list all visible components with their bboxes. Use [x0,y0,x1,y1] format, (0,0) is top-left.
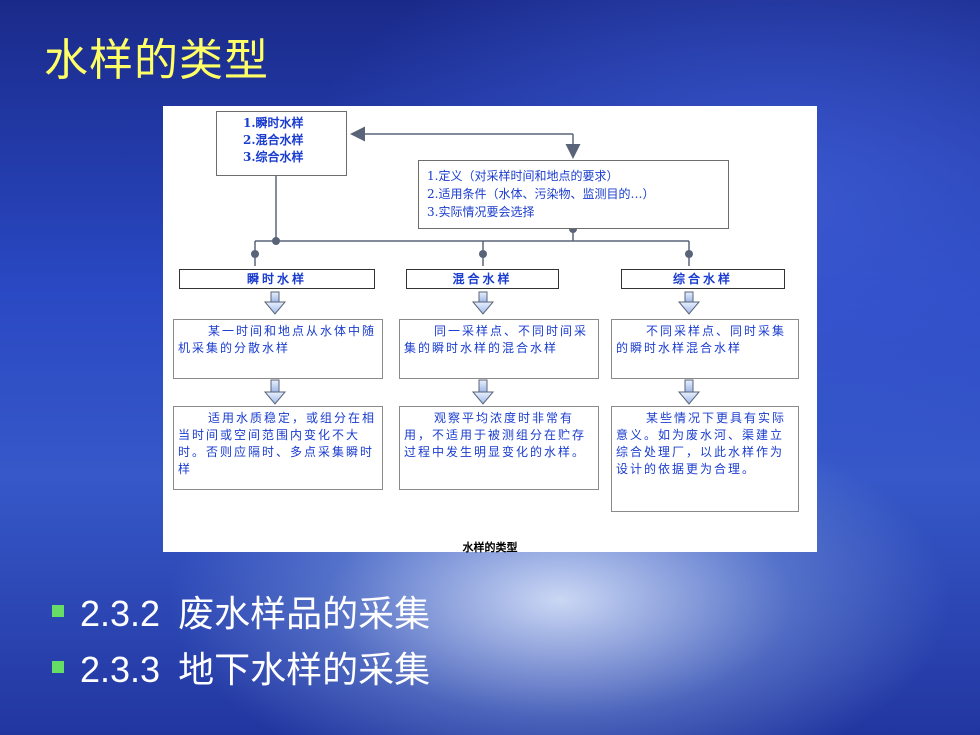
sample-type-item: 3.综合水样 [243,150,304,164]
instant-sample-definition: 某一时间和地点从水体中随机采集的分散水样 [173,319,383,379]
requirements-box: 1.定义（对采样时间和地点的要求） 2.适用条件（水体、污染物、监测目的…） 3… [418,160,729,229]
junction-dot [479,250,487,258]
bullet-list: 2.3.2 废水样品的采集 2.3.3 地下水样的采集 [52,586,430,698]
integrated-sample-application: 某些情况下更具有实际意义。如为废水河、渠建立综合处理厂，以此水样作为设计的依据更… [611,406,799,512]
water-sample-types-diagram: 1.瞬时水样 2.混合水样 3.综合水样 1.定义（对采样时间和地点的要求） 2… [163,106,817,554]
requirement-item: 3.实际情况要会选择 [427,205,535,219]
requirement-item: 2.适用条件（水体、污染物、监测目的…） [427,187,655,201]
integrated-sample-definition: 不同采样点、同时采集的瞬时水样混合水样 [611,319,799,379]
connector-lines [251,126,701,405]
down-arrow-icon [677,291,701,315]
bullet-number: 2.3.2 [80,593,161,634]
composite-sample-definition: 同一采样点、不同时间采集的瞬时水样的混合水样 [399,319,599,379]
bullet-item: 2.3.3 地下水样的采集 [52,642,430,692]
bullet-text: 废水样品的采集 [178,594,431,635]
sample-type-item: 2.混合水样 [243,133,304,147]
junction-dot [685,250,693,258]
down-arrow-icon [677,379,701,405]
down-arrow-icon [263,291,287,315]
down-arrow-icon [471,291,495,315]
instant-sample-header: 瞬时水样 [179,269,375,289]
bullet-number: 2.3.3 [80,649,161,690]
composite-sample-header: 混合水样 [406,269,559,289]
bullet-item: 2.3.2 废水样品的采集 [52,586,430,636]
sample-types-box: 1.瞬时水样 2.混合水样 3.综合水样 [216,111,347,176]
down-arrow-icon [263,379,287,405]
sample-type-item: 1.瞬时水样 [243,116,304,130]
diagram-caption: 水样的类型 [462,541,518,554]
down-arrow-icon [471,379,495,405]
square-bullet-icon [52,605,64,617]
requirement-item: 1.定义（对采样时间和地点的要求） [427,169,619,183]
integrated-sample-header: 综合水样 [621,269,785,289]
square-bullet-icon [52,661,64,673]
composite-sample-application: 观察平均浓度时非常有用，不适用于被测组分在贮存过程中发生明显变化的水样。 [399,406,599,490]
bullet-text: 地下水样的采集 [178,650,431,691]
instant-sample-application: 适用水质稳定，或组分在相当时间或空间范围内变化不大时。否则应隔时、多点采集瞬时样 [173,406,383,490]
junction-dot [251,250,259,258]
slide-title: 水样的类型 [44,35,269,86]
